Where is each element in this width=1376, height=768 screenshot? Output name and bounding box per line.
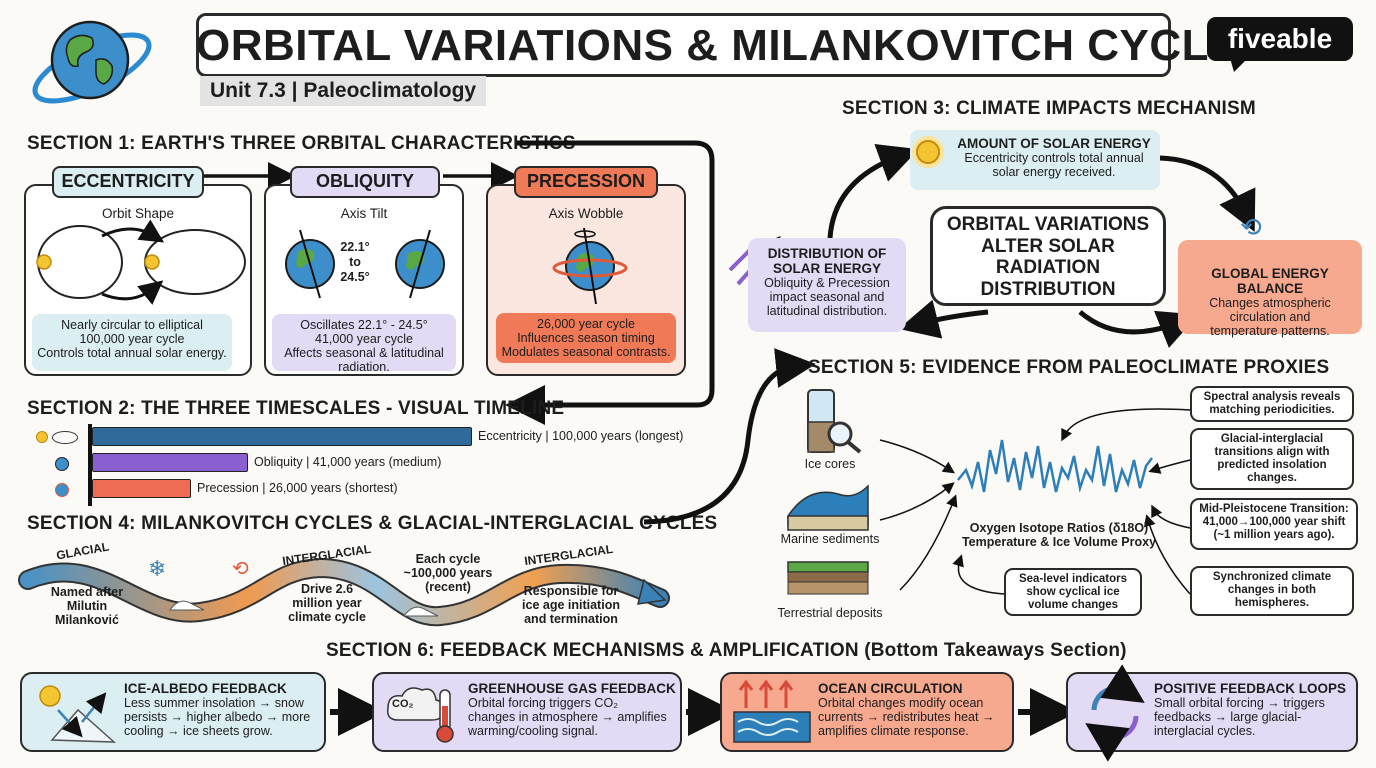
page-subtitle: Unit 7.3 | Paleoclimatology bbox=[200, 76, 486, 106]
page-title: ORBITAL VARIATIONS & MILANKOVITCH CYCLES bbox=[196, 21, 1269, 70]
sun-icon bbox=[916, 140, 940, 164]
obliquity-sub: Axis Tilt bbox=[340, 206, 388, 221]
ocean-text: OCEAN CIRCULATION Orbital changes modify… bbox=[818, 681, 995, 738]
named-after-note: Named after Milutin Milanković bbox=[50, 585, 124, 627]
timeline-icon-earth bbox=[55, 457, 69, 471]
isotope-label: Oxygen Isotope Ratios (δ18O) Temperature… bbox=[961, 521, 1157, 549]
marine-sediments-label: Marine sediments bbox=[780, 532, 880, 546]
distribution-box bbox=[748, 238, 906, 332]
section6-title: SECTION 6: FEEDBACK MECHANISMS & AMPLIFI… bbox=[326, 640, 1127, 661]
tilted-earth-icons bbox=[285, 229, 445, 299]
timeline-icon-wobble bbox=[55, 483, 69, 497]
orbit-diagram bbox=[36, 219, 246, 305]
precession-sub: Axis Wobble bbox=[548, 206, 624, 221]
positive-feedback-text: POSITIVE FEEDBACK LOOPS Small orbital fo… bbox=[1154, 681, 1347, 738]
brand-logo[interactable] bbox=[1207, 17, 1353, 61]
loop-arrows-icon bbox=[1085, 664, 1145, 762]
sea-level-note: Sea-level indicators show cyclical ice v… bbox=[1004, 568, 1142, 616]
timescale-bar-label: Eccentricity | 100,000 years (longest) bbox=[478, 429, 684, 443]
snowflake-icon: ❄ bbox=[148, 556, 167, 581]
drive-note: Drive 2.6 million year climate cycle bbox=[288, 582, 366, 624]
solar-energy-text: AMOUNT OF SOLAR ENERGY Eccentricity cont… bbox=[957, 136, 1151, 179]
obliquity-angle-range: 22.1° to 24.5° bbox=[340, 240, 370, 284]
eccentricity-label: ECCENTRICITY bbox=[52, 166, 204, 198]
timeline-icon-sun bbox=[36, 431, 48, 443]
timeline-icon-orbit bbox=[52, 431, 78, 444]
timescale-bar-label: Obliquity | 41,000 years (medium) bbox=[254, 455, 442, 469]
eccentricity-sub: Orbit Shape bbox=[101, 206, 175, 221]
globe-icon bbox=[32, 20, 152, 104]
orbital-center-box bbox=[930, 206, 1166, 306]
timescale-bar bbox=[92, 453, 248, 472]
transitions-note: Glacial-interglacial transitions align w… bbox=[1190, 428, 1354, 490]
wobble-earth-icon bbox=[552, 227, 628, 305]
ice-cores-label: Ice cores bbox=[804, 457, 856, 471]
section5-title: SECTION 5: EVIDENCE FROM PALEOCLIMATE PR… bbox=[808, 357, 1330, 378]
orbital-center-text: ORBITAL VARIATIONS ALTER SOLAR RADIATION… bbox=[946, 214, 1150, 300]
title-banner bbox=[196, 13, 1171, 77]
solar-energy-box bbox=[910, 130, 1160, 190]
co2-cloud-icon bbox=[386, 687, 454, 743]
timescale-bar bbox=[92, 427, 472, 446]
section2-title: SECTION 2: THE THREE TIMESCALES - VISUAL… bbox=[27, 398, 565, 419]
proxy-icons bbox=[787, 389, 869, 595]
sun-ice-icon bbox=[39, 685, 117, 743]
precession-desc: 26,000 year cycle Influences season timi… bbox=[496, 313, 676, 363]
section1-title: SECTION 1: EARTH'S THREE ORBITAL CHARACT… bbox=[27, 133, 576, 154]
mpt-note: Mid-Pleistocene Transition: 41,000→100,0… bbox=[1190, 498, 1358, 550]
timescale-bar-label: Precession | 26,000 years (shortest) bbox=[197, 481, 398, 495]
co2-label: CO₂ bbox=[392, 698, 414, 710]
precession-label: PRECESSION bbox=[514, 166, 658, 198]
eccentricity-desc: Nearly circular to elliptical 100,000 ye… bbox=[32, 314, 232, 371]
terrestrial-deposits-label: Terrestrial deposits bbox=[777, 606, 883, 620]
obliquity-label: OBLIQUITY bbox=[290, 166, 440, 198]
ice-albedo-text: ICE-ALBEDO FEEDBACK Less summer insolati… bbox=[124, 681, 311, 738]
each-cycle-note: Each cycle ~100,000 years (recent) bbox=[403, 552, 493, 594]
section3-title: SECTION 3: CLIMATE IMPACTS MECHANISM bbox=[842, 98, 1256, 119]
timeline-axis bbox=[88, 424, 92, 506]
glacial-wave bbox=[18, 557, 670, 627]
obliquity-desc: Oscillates 22.1° - 24.5° 41,000 year cyc… bbox=[272, 314, 456, 374]
brand-logo-text: fiveable bbox=[1227, 23, 1333, 54]
section4-title: SECTION 4: MILANKOVITCH CYCLES & GLACIAL… bbox=[27, 513, 718, 534]
spectral-note: Spectral analysis reveals matching perio… bbox=[1190, 386, 1354, 422]
timescale-bar bbox=[92, 479, 191, 498]
distribution-text: DISTRIBUTION OF SOLAR ENERGY Obliquity &… bbox=[764, 246, 890, 318]
recycle-icon: ⟲ bbox=[1240, 212, 1262, 242]
responsible-note: Responsible for ice age initiation and t… bbox=[522, 584, 620, 626]
ocean-wave-icon bbox=[733, 679, 811, 743]
brand-logo-tail bbox=[1230, 58, 1248, 72]
energy-balance-box bbox=[1178, 240, 1362, 334]
ghg-text: GREENHOUSE GAS FEEDBACK Orbital forcing … bbox=[468, 681, 676, 738]
cycle-arrows-icon: ⟲ bbox=[232, 558, 249, 580]
sync-note: Synchronized climate changes in both hem… bbox=[1190, 566, 1354, 616]
energy-balance-text: GLOBAL ENERGY BALANCE Changes atmospheri… bbox=[1209, 266, 1331, 338]
